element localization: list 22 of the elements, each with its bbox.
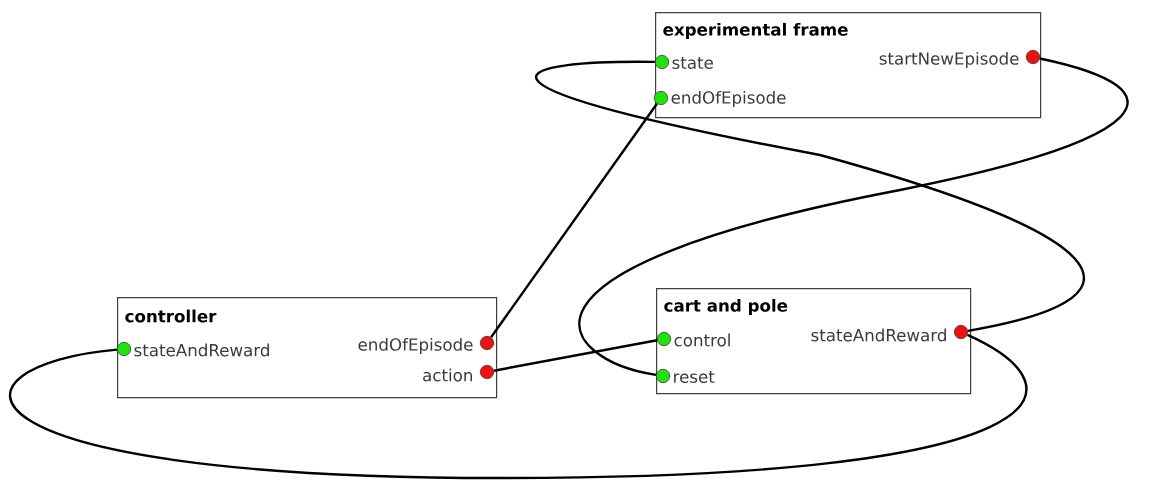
connector (536, 60, 1085, 332)
node-label: stateAndReward (811, 328, 946, 342)
port: startNewEpisode (879, 49, 1041, 69)
node-label: action (423, 368, 472, 382)
port: endOfEpisode (653, 90, 786, 108)
port: action (423, 364, 495, 382)
port: stateAndReward (811, 324, 969, 342)
port: stateAndReward (116, 341, 269, 357)
connector (490, 103, 658, 338)
node-label: control (674, 333, 730, 347)
connector (579, 57, 1128, 377)
port: endOfEpisode (358, 335, 495, 355)
node-label: stateAndReward (134, 343, 269, 357)
port: state (654, 54, 713, 70)
port: reset (655, 368, 715, 384)
node-label: endOfEpisode (358, 337, 473, 355)
connector (10, 333, 1027, 480)
node-label: state (672, 57, 713, 69)
connector (493, 339, 658, 372)
node-label: startNewEpisode (879, 51, 1019, 69)
node-label: reset (674, 371, 715, 383)
port: control (656, 331, 730, 347)
